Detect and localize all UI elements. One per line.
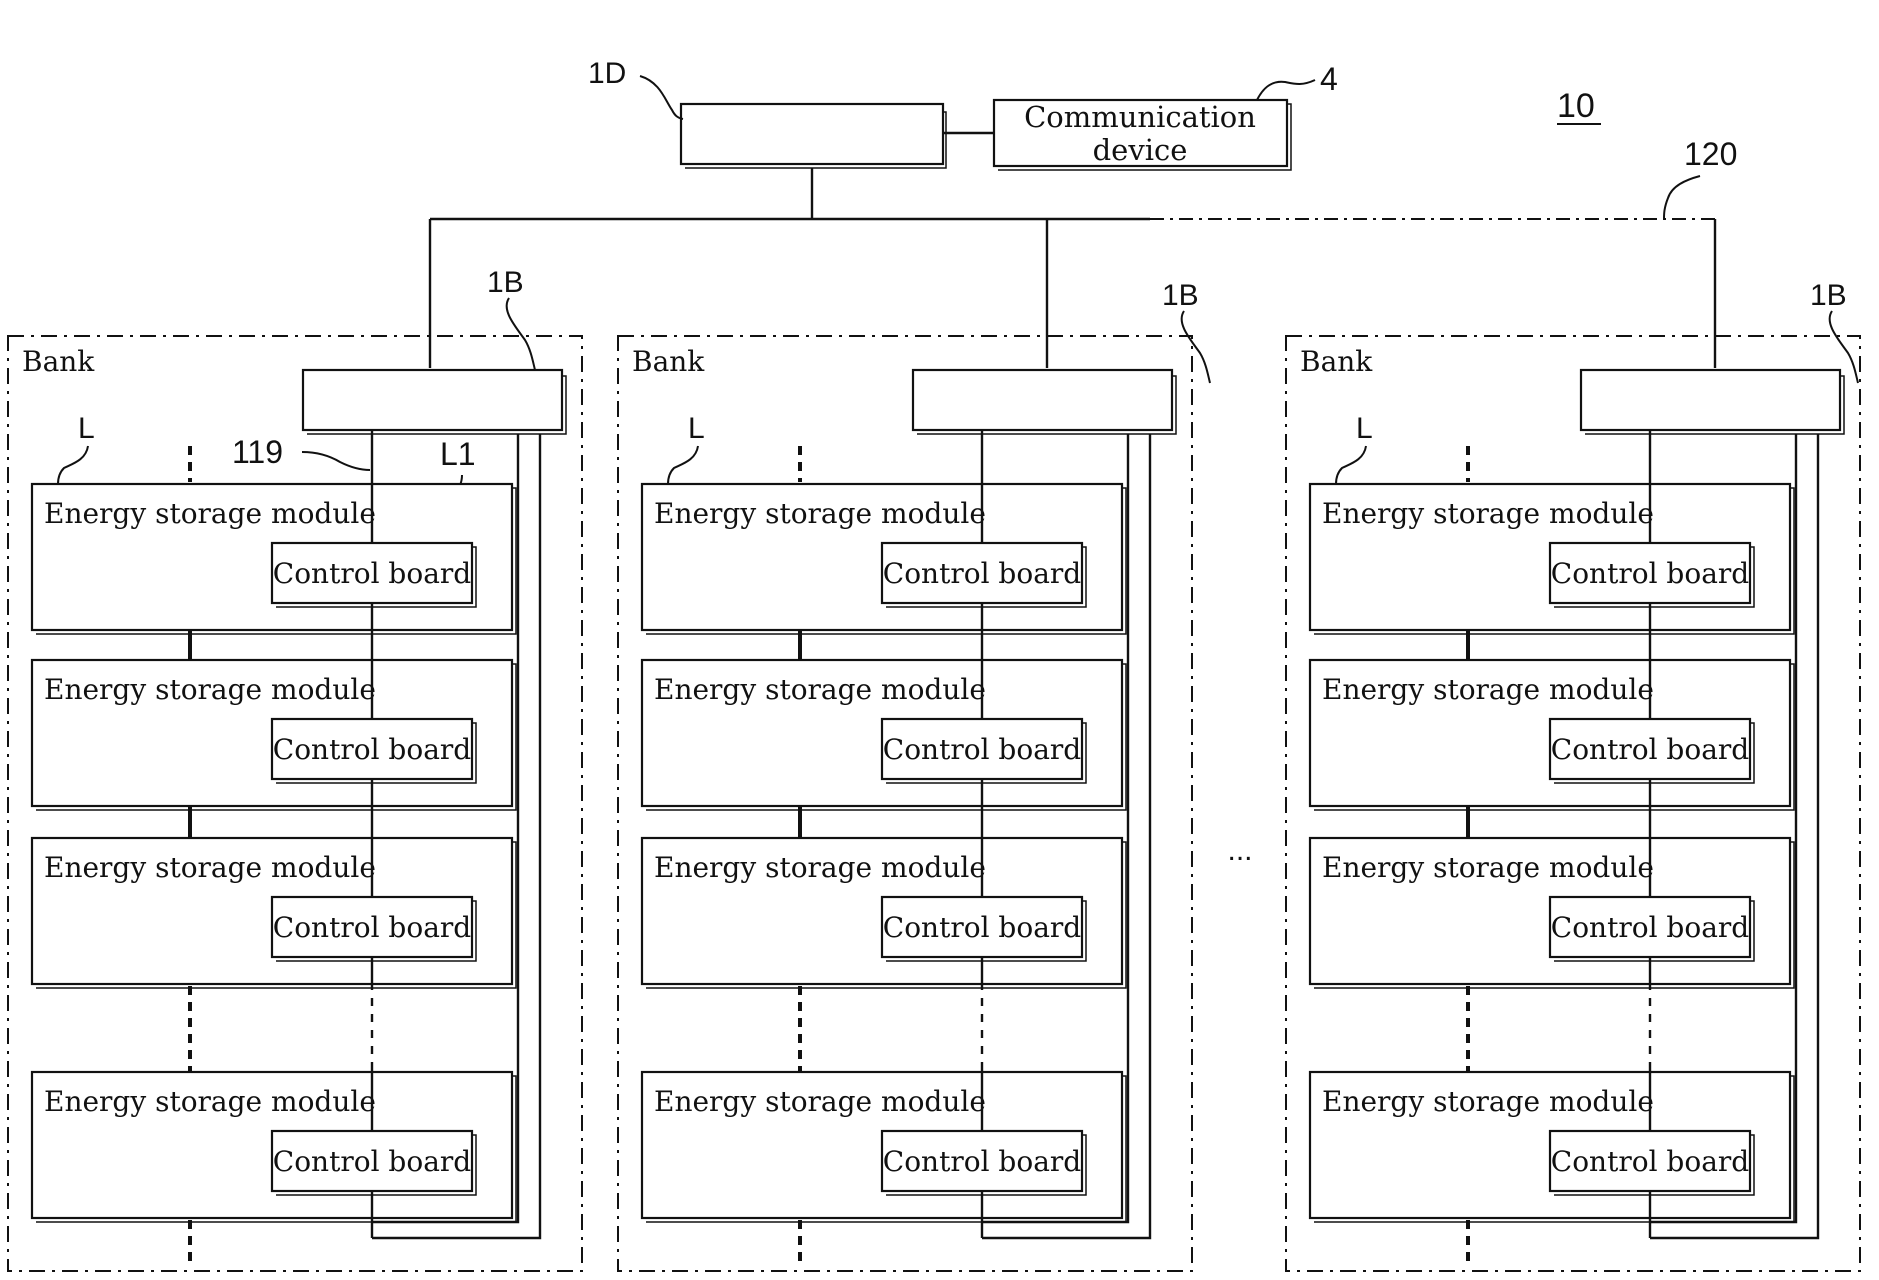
energy-storage-module: Energy storage moduleControl board bbox=[642, 1072, 1126, 1222]
control-board-label: Control board bbox=[273, 1145, 472, 1178]
ref-120: 120 bbox=[1684, 136, 1737, 172]
module-label: Energy storage module bbox=[1322, 851, 1654, 884]
ref-1D: 1D bbox=[588, 57, 626, 90]
energy-storage-module: Energy storage moduleControl board bbox=[642, 484, 1126, 634]
ref-L: L bbox=[1356, 412, 1373, 445]
banks-ellipsis: ... bbox=[1227, 834, 1252, 867]
module-label: Energy storage module bbox=[1322, 673, 1654, 706]
bank-label: Bank bbox=[632, 345, 705, 378]
control-board-label: Control board bbox=[883, 557, 1082, 590]
ref-L: L bbox=[78, 412, 95, 445]
bank-controller-box bbox=[913, 370, 1172, 430]
module-label: Energy storage module bbox=[654, 1085, 986, 1118]
bank-controller-box bbox=[303, 370, 562, 430]
control-board-label: Control board bbox=[273, 557, 472, 590]
energy-storage-module: Energy storage moduleControl board bbox=[1310, 838, 1794, 988]
control-board-label: Control board bbox=[1551, 911, 1750, 944]
module-label: Energy storage module bbox=[654, 497, 986, 530]
module-label: Energy storage module bbox=[1322, 1085, 1654, 1118]
bank-label: Bank bbox=[22, 345, 95, 378]
bank-2: Bank1BLEnergy storage moduleControl boar… bbox=[618, 279, 1210, 1271]
ref-1B: 1B bbox=[1162, 279, 1199, 312]
module-label: Energy storage module bbox=[44, 851, 376, 884]
bank-controller-box bbox=[1581, 370, 1840, 430]
figure-number: 10 bbox=[1557, 87, 1595, 125]
ref-4: 4 bbox=[1320, 61, 1338, 97]
control-board-label: Control board bbox=[1551, 557, 1750, 590]
bank-3: Bank1BLEnergy storage moduleControl boar… bbox=[1286, 279, 1860, 1271]
control-board-label: Control board bbox=[883, 733, 1082, 766]
module-label: Energy storage module bbox=[44, 673, 376, 706]
module-label: Energy storage module bbox=[44, 1085, 376, 1118]
communication-device-label-line2: device bbox=[1093, 133, 1188, 167]
ref-1B: 1B bbox=[1810, 279, 1847, 312]
module-label: Energy storage module bbox=[1322, 497, 1654, 530]
energy-storage-module: Energy storage moduleControl board bbox=[32, 660, 516, 810]
banks-group: Bank1BL119L1Energy storage moduleControl… bbox=[8, 266, 1860, 1271]
control-board-label: Control board bbox=[273, 733, 472, 766]
ref-1B: 1B bbox=[487, 266, 524, 299]
communication-device-label-line1: Communication bbox=[1024, 100, 1256, 134]
control-board-label: Control board bbox=[273, 911, 472, 944]
energy-storage-module: Energy storage moduleControl board bbox=[1310, 1072, 1794, 1222]
energy-storage-module: Energy storage moduleControl board bbox=[1310, 484, 1794, 634]
energy-storage-module: Energy storage moduleControl board bbox=[642, 660, 1126, 810]
energy-storage-module: Energy storage moduleControl board bbox=[32, 838, 516, 988]
bank-1: Bank1BL119L1Energy storage moduleControl… bbox=[8, 266, 582, 1271]
main-controller-box bbox=[681, 104, 943, 164]
module-label: Energy storage module bbox=[654, 851, 986, 884]
ref-119: 119 bbox=[232, 434, 283, 470]
energy-storage-module: Energy storage moduleControl board bbox=[32, 484, 516, 634]
control-board-label: Control board bbox=[883, 911, 1082, 944]
energy-storage-module: Energy storage moduleControl board bbox=[1310, 660, 1794, 810]
energy-storage-module: Energy storage moduleControl board bbox=[32, 1072, 516, 1222]
module-label: Energy storage module bbox=[654, 673, 986, 706]
control-board-label: Control board bbox=[883, 1145, 1082, 1178]
control-board-label: Control board bbox=[1551, 733, 1750, 766]
control-board-label: Control board bbox=[1551, 1145, 1750, 1178]
bank-label: Bank bbox=[1300, 345, 1373, 378]
ref-L: L bbox=[688, 412, 705, 445]
ref-L1: L1 bbox=[440, 436, 476, 472]
top-section: Communication device 1D 4 10 120 bbox=[430, 57, 1737, 368]
module-label: Energy storage module bbox=[44, 497, 376, 530]
energy-storage-module: Energy storage moduleControl board bbox=[642, 838, 1126, 988]
